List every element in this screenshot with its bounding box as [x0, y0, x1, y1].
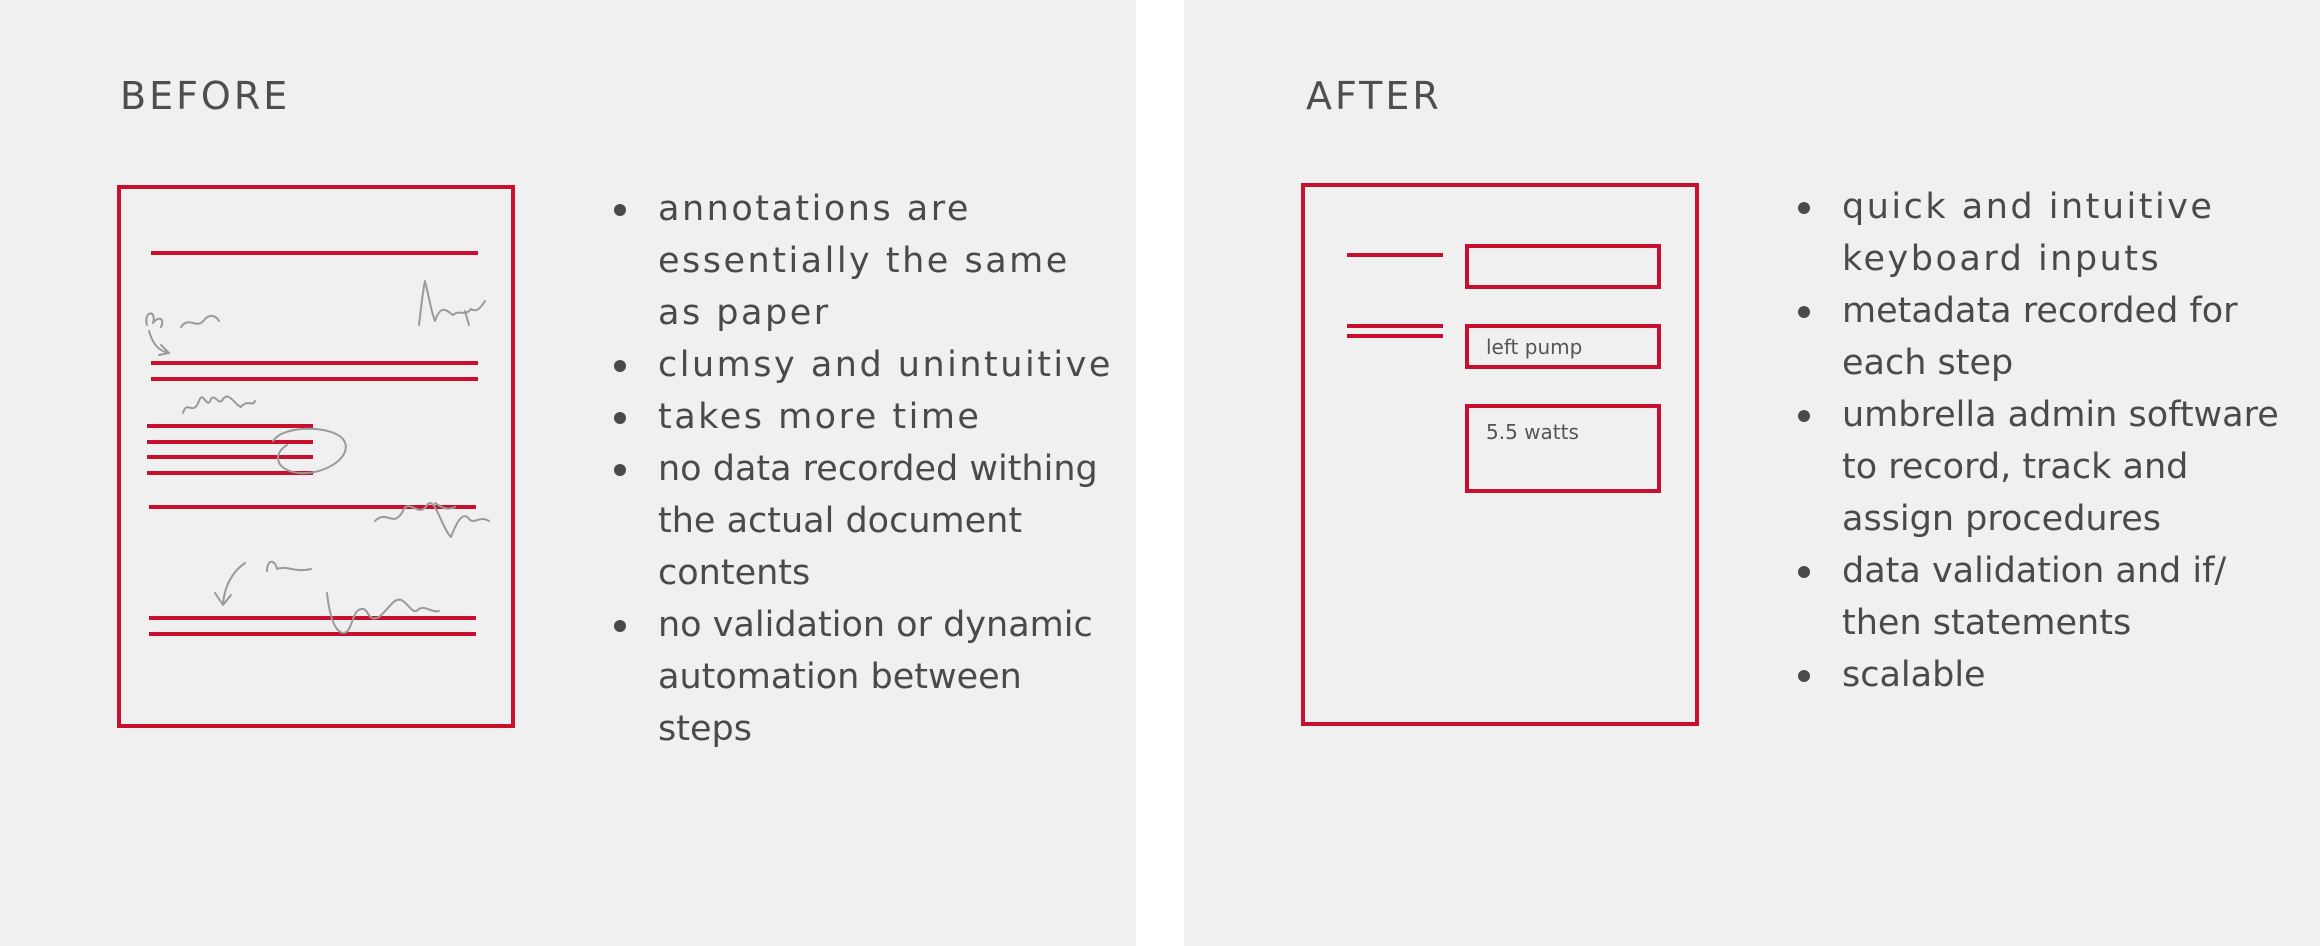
handwritten-scribble — [182, 395, 256, 414]
before-panel: BEFORE annotations a — [0, 0, 1136, 946]
list-item: clumsy and unintuitive — [602, 339, 1122, 391]
handwritten-scribble — [326, 592, 440, 634]
handwritten-scribble — [374, 502, 490, 538]
list-item: quick and intuitive keyboard inputs — [1786, 181, 2306, 285]
handwritten-scribble — [266, 560, 312, 572]
list-item: metadata recorded for each step — [1786, 285, 2306, 389]
empty-input-field — [1465, 244, 1661, 289]
list-item: umbrella admin software to record, track… — [1786, 389, 2306, 545]
handwritten-arrow — [214, 562, 246, 606]
document-outline — [1301, 183, 1699, 726]
handwritten-scribble — [145, 312, 164, 328]
after-heading: AFTER — [1306, 74, 1442, 118]
input-field-watts — [1465, 404, 1661, 493]
before-drawbacks-list: annotations are essentially the same as … — [602, 183, 1122, 755]
input-field-left-pump — [1465, 324, 1661, 369]
handwritten-scribble — [418, 280, 486, 326]
list-item: no data recorded withing the actual docu… — [602, 443, 1122, 599]
input-value-watts: 5.5 watts — [1486, 420, 1579, 444]
paper-document-illustration — [117, 185, 515, 728]
digital-form-illustration: left pump 5.5 watts — [1301, 183, 1699, 726]
list-item: scalable — [1786, 649, 2306, 701]
before-heading: BEFORE — [120, 74, 291, 118]
handwritten-circle — [272, 427, 347, 475]
after-benefits-list: quick and intuitive keyboard inputs meta… — [1786, 181, 2306, 701]
list-item: annotations are essentially the same as … — [602, 183, 1122, 339]
list-item: data validation and if/ then statements — [1786, 545, 2306, 649]
input-value-left-pump: left pump — [1486, 335, 1582, 359]
handwritten-scribble — [180, 314, 220, 328]
document-outline — [117, 185, 515, 728]
after-panel: AFTER left pump 5.5 watts quick and intu… — [1184, 0, 2320, 946]
list-item: takes more time — [602, 391, 1122, 443]
handwritten-arrow — [148, 330, 170, 356]
list-item: no validation or dynamic automation betw… — [602, 599, 1122, 755]
